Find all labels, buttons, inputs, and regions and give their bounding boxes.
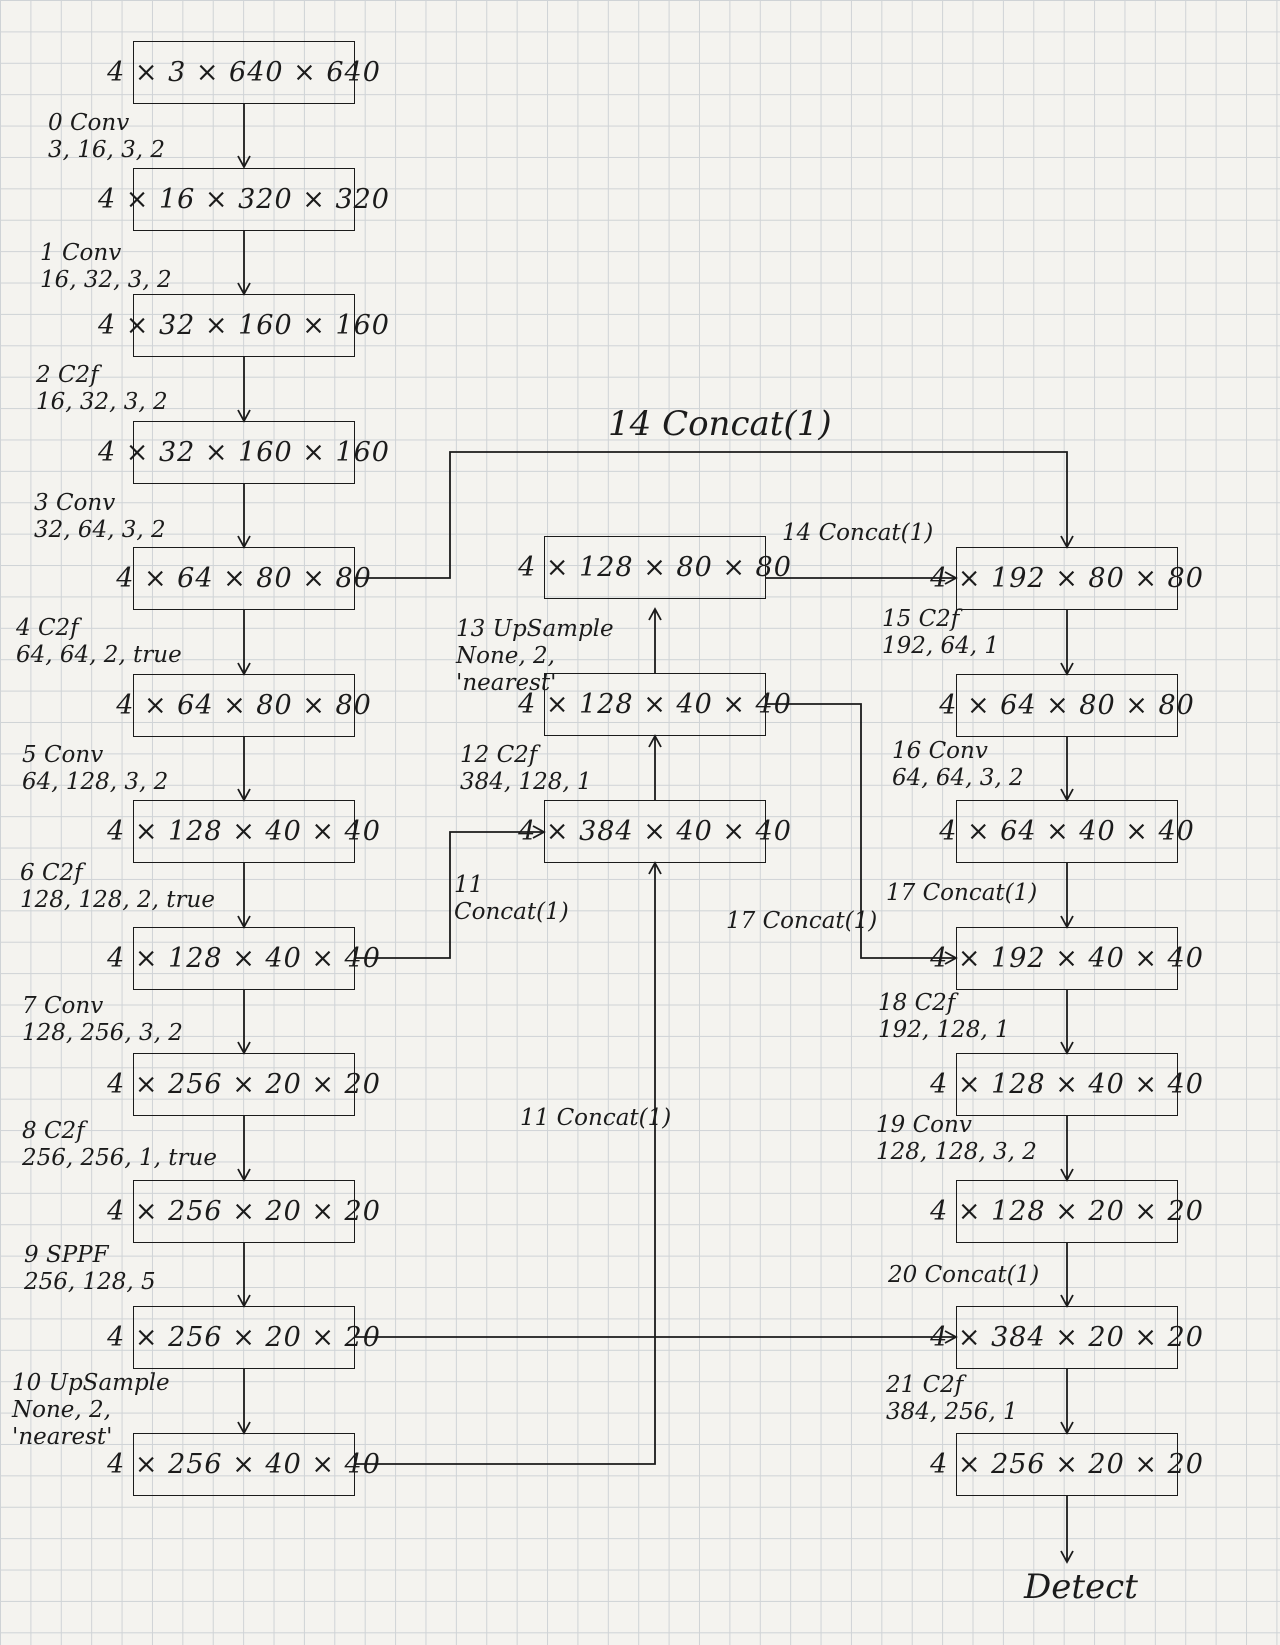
node-input: 4 × 3 × 640 × 640 (107, 41, 380, 104)
label-14-concat-mid: 14 Concat(1) (782, 520, 934, 546)
node-r21: 4 × 256 × 20 × 20 (930, 1433, 1203, 1496)
node-r20: 4 × 384 × 20 × 20 (930, 1306, 1203, 1369)
label-17-concat-b: 17 Concat(1) (886, 880, 1038, 906)
node-b5: 4 × 64 × 80 × 80 (116, 674, 371, 737)
node-r16: 4 × 64 × 40 × 40 (939, 800, 1194, 863)
label-20-concat: 20 Concat(1) (888, 1262, 1040, 1288)
node-b8: 4 × 256 × 20 × 20 (107, 1053, 380, 1116)
node-m14: 4 × 128 × 80 × 80 (518, 536, 791, 599)
node-b9: 4 × 256 × 20 × 20 (107, 1180, 380, 1243)
node-b1: 4 × 16 × 320 × 320 (98, 168, 389, 231)
node-m13: 4 × 128 × 40 × 40 (518, 673, 791, 736)
node-m12: 4 × 384 × 40 × 40 (518, 800, 791, 863)
node-b4: 4 × 64 × 80 × 80 (116, 547, 371, 610)
node-r14: 4 × 192 × 80 × 80 (930, 547, 1203, 610)
node-r15: 4 × 64 × 80 × 80 (939, 674, 1194, 737)
node-r17: 4 × 192 × 40 × 40 (930, 927, 1203, 990)
node-b11: 4 × 256 × 40 × 40 (107, 1433, 380, 1496)
label-14-concat-top: 14 Concat(1) (608, 404, 832, 444)
label-11-concat-b: 11 Concat(1) (520, 1105, 672, 1131)
node-r19: 4 × 128 × 20 × 20 (930, 1180, 1203, 1243)
label-17-concat-a: 17 Concat(1) (726, 908, 878, 934)
node-b6: 4 × 128 × 40 × 40 (107, 800, 380, 863)
wire-b11-to-m12 (354, 861, 662, 1465)
wire-b7-to-m12 (354, 825, 546, 959)
node-b10: 4 × 256 × 20 × 20 (107, 1306, 380, 1369)
node-b7: 4 × 128 × 40 × 40 (107, 927, 380, 990)
label-detect: Detect (1024, 1567, 1138, 1607)
wire-b4-to-r14-top (354, 451, 1074, 579)
wire-m13-to-r17 (765, 703, 958, 965)
node-r18: 4 × 128 × 40 × 40 (930, 1053, 1203, 1116)
node-b3: 4 × 32 × 160 × 160 (98, 421, 389, 484)
node-b2: 4 × 32 × 160 × 160 (98, 294, 389, 357)
